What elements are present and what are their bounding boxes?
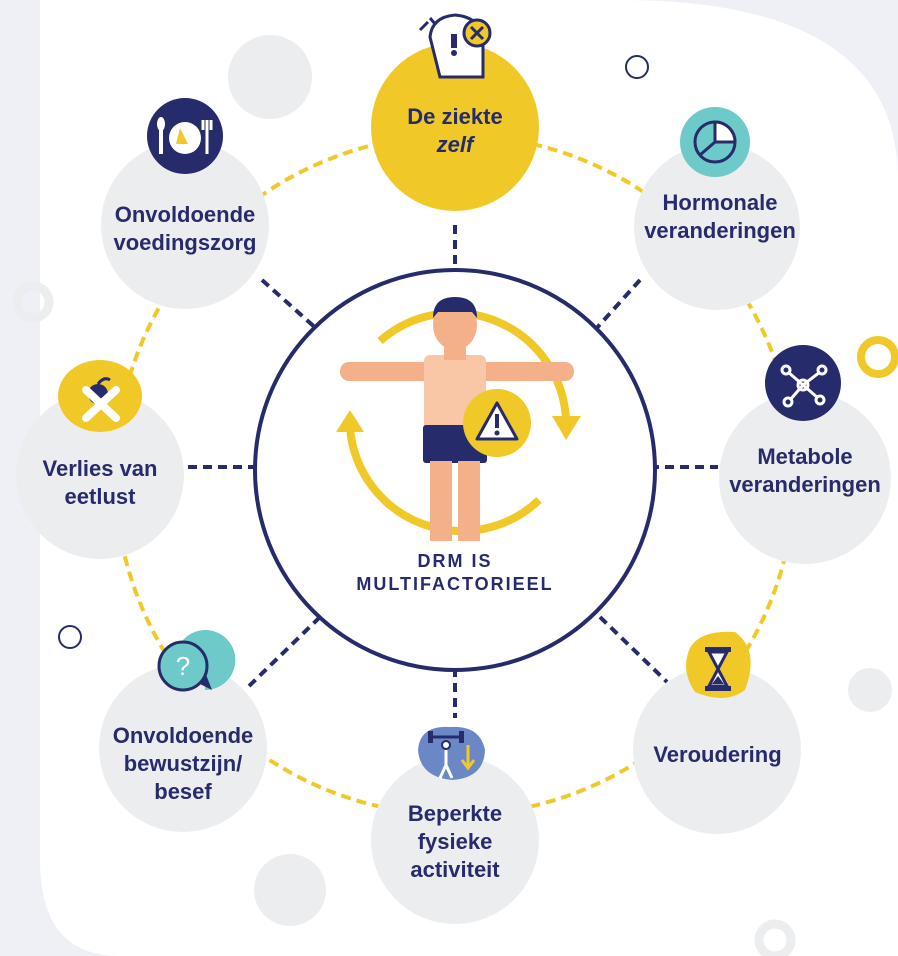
factor-circle-hormonale <box>634 144 800 310</box>
label-line: activiteit <box>410 857 500 882</box>
label-line: veranderingen <box>729 472 881 497</box>
factor-label-metabole: Metabole veranderingen <box>717 443 893 499</box>
label-line: Hormonale <box>662 190 778 215</box>
label-line: fysieke <box>417 829 493 854</box>
connector-lines <box>188 225 718 718</box>
factor-label-eetlust: Verlies van eetlust <box>22 455 178 511</box>
label-line: Beperkte <box>407 801 503 826</box>
label-line: Onvoldoende <box>114 202 256 227</box>
label-line: eetlust <box>64 484 136 509</box>
factor-circle-ziekte <box>371 43 539 211</box>
dumbbell-person-icon <box>418 726 485 780</box>
person-icon <box>340 297 574 541</box>
factor-circle-metabole <box>719 392 891 564</box>
factor-circle-fysieke <box>371 756 539 924</box>
center-title: DRM IS MULTIFACTORIEEL <box>330 550 580 596</box>
factor-label-hormonale: Hormonale veranderingen <box>625 189 815 245</box>
label-line: Onvoldoende <box>112 723 254 748</box>
plate-cutlery-icon <box>147 98 223 174</box>
factor-label-veroudering: Veroudering <box>630 741 805 769</box>
label-line: Metabole <box>757 444 853 469</box>
hourglass-icon <box>686 631 751 699</box>
head-question-icon <box>418 13 492 79</box>
label-line: zelf <box>436 132 474 157</box>
question-bubble-icon: ? <box>157 630 236 692</box>
deco-ring <box>12 281 54 323</box>
factor-circle-eetlust <box>16 391 184 559</box>
label-line: veranderingen <box>644 218 796 243</box>
label-line: besef <box>154 779 212 804</box>
center-title-line1: DRM IS <box>417 551 493 571</box>
factor-circle-voedingszorg <box>101 141 269 309</box>
deco-dot <box>254 854 326 926</box>
factor-label-fysieke: Beperkte fysieke activiteit <box>375 800 535 884</box>
warning-icon <box>463 389 531 457</box>
center-title-line2: MULTIFACTORIEEL <box>356 574 554 594</box>
molecule-network-icon <box>765 345 841 421</box>
factor-circle-bewustzijn <box>99 664 267 832</box>
no-food-icon <box>58 360 142 432</box>
deco-ring <box>754 919 796 956</box>
deco-dot <box>848 668 892 712</box>
cycle-arrows-icon <box>336 309 581 535</box>
deco-ring <box>857 336 898 378</box>
pie-chart-icon <box>680 107 750 177</box>
label-line: Verlies van <box>42 456 158 481</box>
label-line: voedingszorg <box>113 230 257 255</box>
deco-dot <box>228 35 312 119</box>
factor-label-ziekte: De ziekte zelf <box>375 103 535 159</box>
label-line: Veroudering <box>653 742 782 767</box>
svg-text:?: ? <box>176 651 190 681</box>
factor-label-bewustzijn: Onvoldoende bewustzijn/ besef <box>95 722 271 806</box>
deco-ring <box>58 625 82 649</box>
label-line: bewustzijn/ <box>123 751 243 776</box>
deco-ring <box>625 55 649 79</box>
label-line: De ziekte <box>407 104 503 129</box>
factor-circle-veroudering <box>633 666 801 834</box>
factor-label-voedingszorg: Onvoldoende voedingszorg <box>95 201 275 257</box>
